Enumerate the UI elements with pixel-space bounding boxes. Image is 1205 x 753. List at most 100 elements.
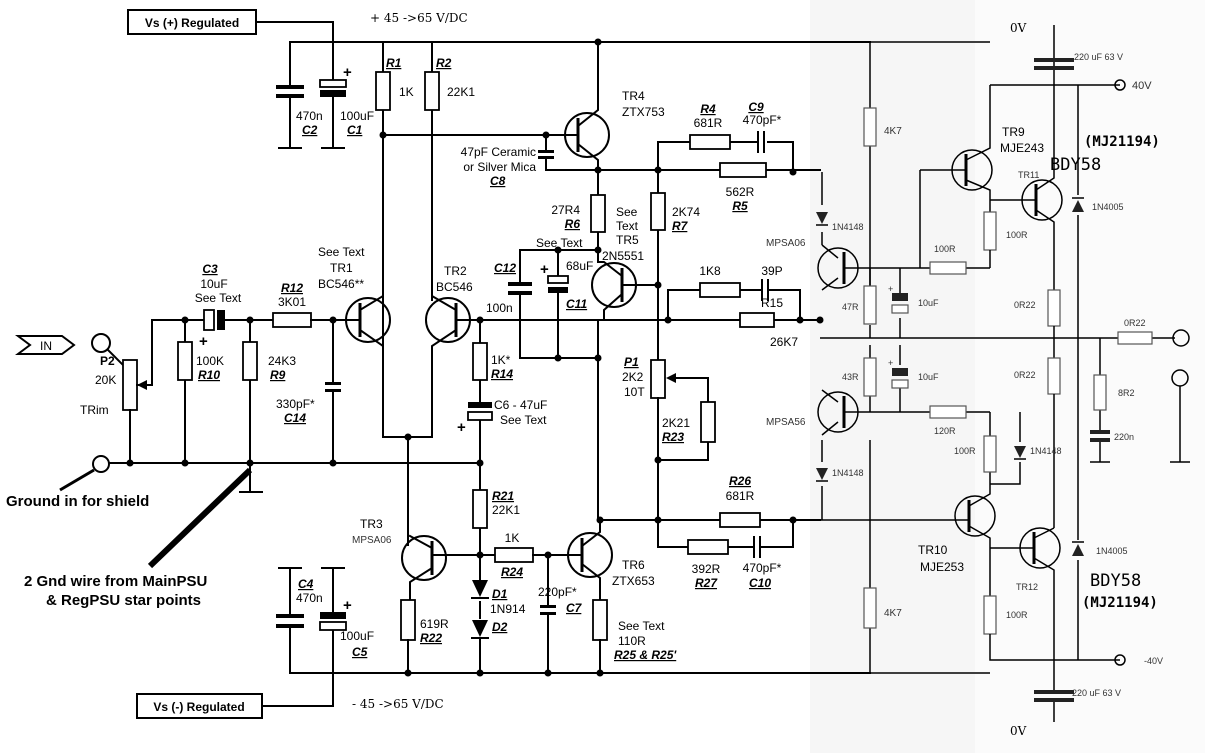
r15-top: 1K8 bbox=[699, 264, 721, 278]
p1-turns: 10T bbox=[624, 385, 645, 399]
r14 bbox=[472, 342, 488, 381]
r47 bbox=[863, 285, 877, 325]
vs-neg-label: Vs (-) Regulated bbox=[153, 700, 244, 714]
tr10-name: TR10 bbox=[918, 543, 948, 557]
r9 bbox=[242, 341, 258, 381]
c6-line1: C6 - 47uF bbox=[494, 398, 547, 412]
vs-pos-label: Vs (+) Regulated bbox=[145, 16, 239, 30]
r100r-b bbox=[983, 435, 997, 473]
r22 bbox=[400, 599, 416, 641]
r7 bbox=[650, 192, 666, 231]
c10-value: 470pF* bbox=[743, 561, 782, 575]
p1-ref: P1 bbox=[624, 355, 639, 369]
r23-ref: R23 bbox=[662, 430, 684, 444]
c10uf-bottom-plus: + bbox=[888, 358, 893, 368]
tr12-label: TR12 bbox=[1016, 582, 1038, 592]
tr5-line4: 2N5551 bbox=[602, 249, 644, 263]
d1n4005-bottom: 1N4005 bbox=[1096, 546, 1128, 556]
tr2-line1: TR2 bbox=[444, 264, 467, 278]
shield-ground-terminal bbox=[92, 455, 110, 473]
c7-ref: C7 bbox=[566, 601, 583, 615]
d2-ref: D2 bbox=[492, 620, 508, 634]
c4-ref: C4 bbox=[298, 577, 314, 591]
c1-value: 100uF bbox=[340, 109, 374, 123]
mpsa56-label: MPSA56 bbox=[766, 417, 806, 428]
r120-label: 120R bbox=[934, 426, 956, 436]
r4k7-top: 4K7 bbox=[884, 126, 902, 137]
r22-value: 619R bbox=[420, 617, 449, 631]
r21-ref: R21 bbox=[492, 489, 514, 503]
gnd-wire-line1: 2 Gnd wire from MainPSU bbox=[24, 573, 207, 590]
r100r-c bbox=[983, 595, 997, 635]
c10uf-bottom: 10uF bbox=[918, 372, 939, 382]
r2-value: 22K1 bbox=[447, 85, 475, 99]
r0r22-a bbox=[1047, 289, 1061, 327]
in-flag bbox=[15, 335, 76, 355]
cap-bottom-label: 220 uF 63 V bbox=[1072, 688, 1121, 698]
r24-value: 1K bbox=[505, 531, 520, 545]
c2-plate-a bbox=[276, 85, 304, 89]
c3-value: 10uF bbox=[200, 277, 227, 291]
pos-rail-label: + 45 ->65 V/DC bbox=[370, 11, 468, 25]
r21 bbox=[472, 489, 488, 529]
c6-plus: + bbox=[457, 419, 466, 436]
r-1k8 bbox=[699, 282, 741, 298]
c12-ref: C12 bbox=[494, 261, 516, 275]
tr10 bbox=[954, 495, 996, 537]
r22-ref: R22 bbox=[420, 631, 442, 645]
r6 bbox=[590, 194, 606, 233]
c3-plus: + bbox=[199, 333, 208, 350]
ground-shield-label: Ground in for shield bbox=[6, 493, 149, 510]
r1 bbox=[375, 71, 391, 111]
p2-label: TRim bbox=[80, 403, 109, 417]
zero-v-bottom: 0V bbox=[1010, 724, 1027, 738]
r0r22-a-label: 0R22 bbox=[1014, 300, 1036, 310]
r26-value: 681R bbox=[726, 489, 755, 503]
c11-note: See Text bbox=[536, 236, 583, 250]
c9-ref: C9 bbox=[748, 100, 764, 114]
c39p-value: 39P bbox=[761, 264, 782, 278]
c11-ref: C11 bbox=[566, 297, 587, 311]
r9-value: 24K3 bbox=[268, 354, 296, 368]
r25-line1: See Text bbox=[618, 619, 665, 633]
d1n4148-right: 1N4148 bbox=[1030, 446, 1062, 456]
r1-ref: R1 bbox=[386, 56, 402, 70]
r100r-a bbox=[983, 211, 997, 251]
r47-label: 47R bbox=[842, 302, 859, 312]
r23 bbox=[700, 401, 716, 443]
c10uf-top-plus: + bbox=[888, 284, 893, 294]
p2-value: 20K bbox=[95, 373, 116, 387]
r43-label: 43R bbox=[842, 372, 859, 382]
r27-value: 392R bbox=[692, 562, 721, 576]
r27 bbox=[687, 539, 729, 555]
c220n-label: 220n bbox=[1114, 432, 1134, 442]
d1-value: 1N914 bbox=[490, 602, 526, 616]
c1-plus: + bbox=[343, 64, 352, 81]
c7-value: 220pF* bbox=[538, 585, 577, 599]
c4-value: 470n bbox=[296, 591, 323, 605]
r8r2 bbox=[1093, 374, 1107, 411]
c8-ref: C8 bbox=[490, 174, 506, 188]
r14-ref: R14 bbox=[491, 367, 513, 381]
tr6-line1: TR6 bbox=[622, 558, 645, 572]
r4-ref: R4 bbox=[700, 102, 716, 116]
cap-top-label: 220 uF 63 V bbox=[1074, 52, 1123, 62]
r43 bbox=[863, 357, 877, 397]
tr9-name: TR9 bbox=[1002, 125, 1025, 139]
d1 bbox=[472, 580, 488, 597]
d1n4005-top: 1N4005 bbox=[1092, 202, 1124, 212]
tr3 bbox=[401, 535, 447, 581]
tr1-line3: BC546** bbox=[318, 277, 364, 291]
mpsa06-label: MPSA06 bbox=[766, 238, 806, 249]
r4 bbox=[689, 134, 731, 150]
c8-line2: or Silver Mica bbox=[463, 160, 536, 174]
gnd-wire bbox=[147, 467, 253, 569]
r-4k7-bottom bbox=[863, 587, 877, 629]
d2 bbox=[472, 620, 488, 637]
tr5-line3: TR5 bbox=[616, 233, 639, 247]
c9-value: 470pF* bbox=[743, 113, 782, 127]
r15-ref: R15 bbox=[761, 296, 783, 310]
zero-v-top: 0V bbox=[1010, 21, 1027, 35]
r0r22-b-label: 0R22 bbox=[1014, 370, 1036, 380]
r6-value: 27R4 bbox=[551, 203, 580, 217]
